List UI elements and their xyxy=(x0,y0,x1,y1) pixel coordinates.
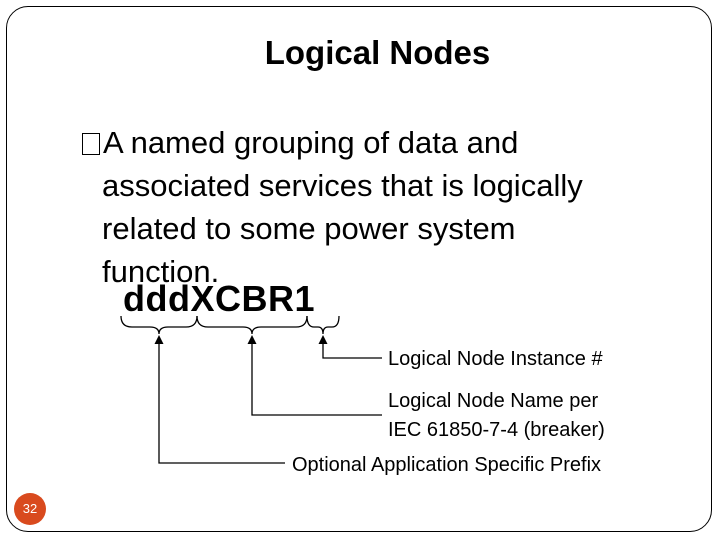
logical-node-name: dddXCBR1 xyxy=(123,278,315,319)
bullet-line-3: related to some power system xyxy=(102,211,516,246)
page-number-badge: 32 xyxy=(14,493,46,525)
prefix-label: Optional Application Specific Prefix xyxy=(292,454,602,476)
bullet-text: A named grouping of data and associated … xyxy=(82,121,682,293)
name-arrowhead xyxy=(247,335,257,344)
bullet-line-1: A named grouping of data and xyxy=(82,121,682,164)
bullet-line-1-text: A named grouping of data and xyxy=(103,125,519,160)
slide-frame xyxy=(6,6,712,532)
bullet-icon xyxy=(82,133,100,155)
prefix-brace xyxy=(120,315,198,335)
instance-brace xyxy=(306,315,340,335)
name-label-line-1: Logical Node Name per xyxy=(388,390,599,412)
instance-connector xyxy=(322,344,382,359)
name-connector xyxy=(251,344,382,416)
instance-label: Logical Node Instance # xyxy=(388,348,603,370)
bullet-line-2: associated services that is logically xyxy=(102,168,583,203)
prefix-connector xyxy=(158,344,285,464)
prefix-arrowhead xyxy=(154,335,164,344)
slide-title: Logical Nodes xyxy=(264,34,491,71)
name-label-line-2: IEC 61850-7-4 (breaker) xyxy=(388,419,605,441)
instance-arrowhead xyxy=(318,335,328,344)
bullet-line-4: function. xyxy=(102,254,220,289)
name-brace xyxy=(196,315,308,335)
